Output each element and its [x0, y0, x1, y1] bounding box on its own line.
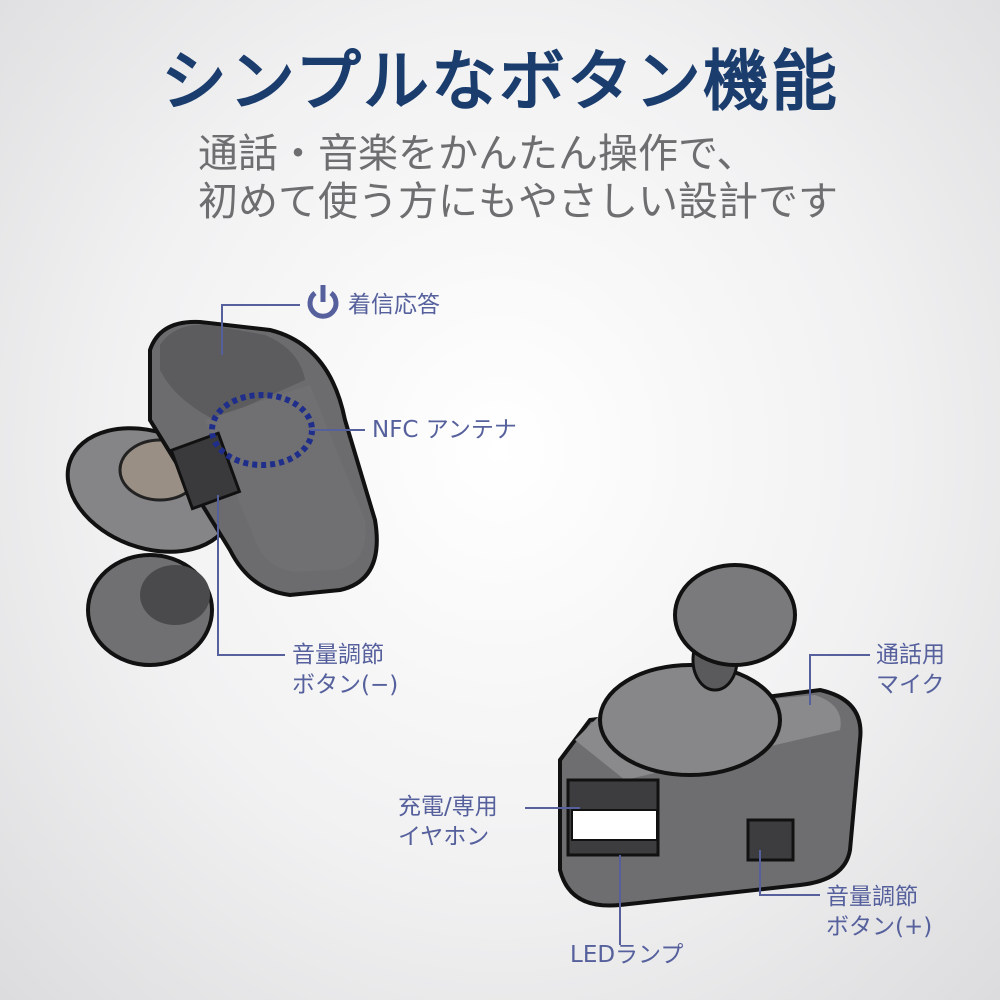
label-line: イヤホン — [398, 824, 490, 850]
label-line: 通話用 — [876, 642, 945, 668]
label-charge: 充電/専用 イヤホン — [398, 792, 498, 852]
label-line: 音量調節 — [826, 884, 918, 910]
label-line: ボタン(−) — [292, 672, 399, 698]
label-line: 音量調節 — [292, 642, 384, 668]
label-line: マイク — [876, 672, 945, 698]
leader-lines — [217, 304, 870, 945]
label-led: LEDランプ — [570, 942, 684, 968]
left-earbud — [65, 319, 379, 667]
label-mic: 通話用 マイク — [876, 640, 945, 700]
label-line: ボタン(+) — [826, 914, 933, 940]
power-icon — [307, 285, 339, 319]
subtitle: 通話・音楽をかんたん操作で、 初めて使う方にもやさしい設計です — [198, 130, 838, 226]
label-nfc: NFC アンテナ — [372, 417, 517, 443]
label-line: 充電/専用 — [398, 794, 498, 820]
right-earbud — [558, 563, 863, 908]
subtitle-line-1: 通話・音楽をかんたん操作で、 — [198, 131, 757, 177]
subtitle-line-2: 初めて使う方にもやさしい設計です — [198, 179, 838, 225]
label-volume-minus: 音量調節 ボタン(−) — [292, 640, 398, 700]
label-volume-plus: 音量調節 ボタン(+) — [826, 882, 932, 942]
page-title: シンプルなボタン機能 — [160, 42, 840, 120]
label-answer: 着信応答 — [348, 292, 440, 318]
